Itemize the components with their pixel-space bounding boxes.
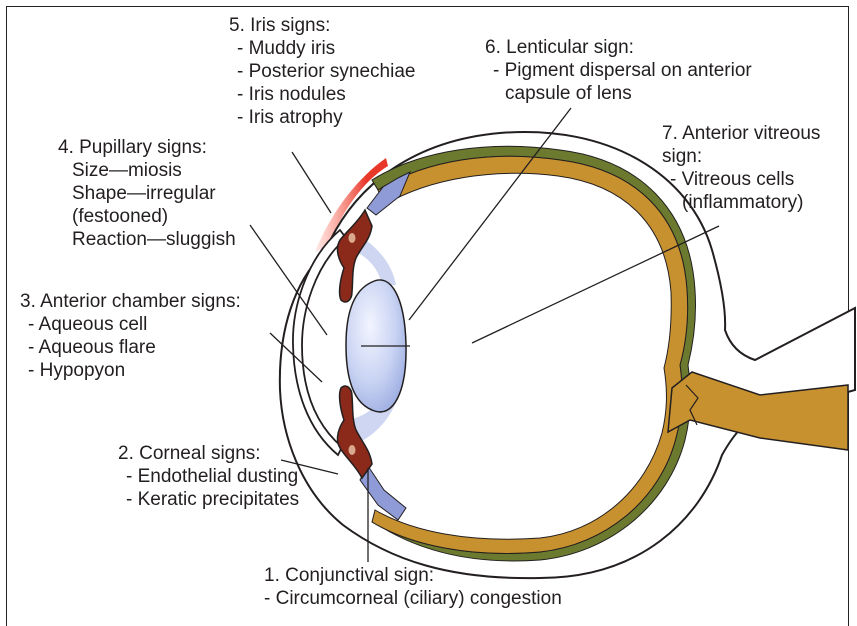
conjunctival-sign-label: 1. Conjunctival sign: - Circumcorneal (c… — [264, 564, 562, 610]
vitreous-sign-item: (inflammatory) — [662, 191, 820, 214]
anterior-vitreous-sign-label: 7. Anterior vitreous sign: - Vitreous ce… — [662, 122, 820, 214]
corneal-signs-label: 2. Corneal signs: - Endothelial dusting … — [118, 442, 299, 511]
anterior-chamber-sign-item: - Hypopyon — [20, 359, 241, 382]
lenticular-sign-title: 6. Lenticular sign: — [485, 36, 752, 59]
lenticular-sign-label: 6. Lenticular sign: - Pigment dispersal … — [485, 36, 752, 105]
conjunctival-sign-item: - Circumcorneal (ciliary) congestion — [264, 587, 562, 610]
corneal-signs-title: 2. Corneal signs: — [118, 442, 299, 465]
anterior-chamber-sign-item: - Aqueous cell — [20, 313, 241, 336]
corneal-sign-item: - Keratic precipitates — [118, 488, 299, 511]
conjunctival-sign-title: 1. Conjunctival sign: — [264, 564, 562, 587]
vitreous-sign-item: - Vitreous cells — [662, 168, 820, 191]
iris-sign-item: - Posterior synechiae — [229, 60, 415, 83]
pupillary-sign-item: Size—miosis — [58, 159, 236, 182]
anterior-chamber-signs-label: 3. Anterior chamber signs: - Aqueous cel… — [20, 290, 241, 382]
anterior-chamber-signs-title: 3. Anterior chamber signs: — [20, 290, 241, 313]
corneal-sign-item: - Endothelial dusting — [118, 465, 299, 488]
lenticular-sign-item: capsule of lens — [485, 82, 752, 105]
pupillary-sign-item: Reaction—sluggish — [58, 228, 236, 251]
anterior-vitreous-sign-title: 7. Anterior vitreous — [662, 122, 820, 145]
iris-signs-title: 5. Iris signs: — [229, 14, 415, 37]
iris-sign-item: - Iris nodules — [229, 83, 415, 106]
pupillary-sign-item: (festooned) — [58, 205, 236, 228]
anterior-chamber-sign-item: - Aqueous flare — [20, 336, 241, 359]
iris-signs-label: 5. Iris signs: - Muddy iris - Posterior … — [229, 14, 415, 129]
lenticular-sign-item: - Pigment dispersal on anterior — [485, 59, 752, 82]
pupillary-signs-label: 4. Pupillary signs: Size—miosis Shape—ir… — [58, 136, 236, 251]
pupillary-sign-item: Shape—irregular — [58, 182, 236, 205]
iris-sign-item: - Muddy iris — [229, 37, 415, 60]
iris-sign-item: - Iris atrophy — [229, 106, 415, 129]
vitreous-sign-item: sign: — [662, 145, 820, 168]
pupillary-signs-title: 4. Pupillary signs: — [58, 136, 236, 159]
